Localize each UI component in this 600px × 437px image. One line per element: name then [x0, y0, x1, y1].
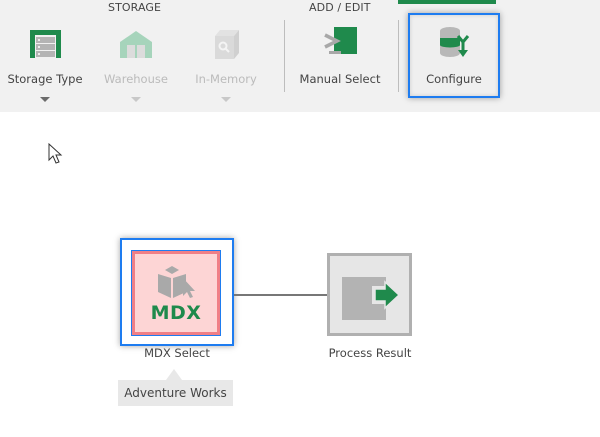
warehouse-icon	[120, 31, 152, 58]
workflow-canvas[interactable]	[0, 112, 600, 437]
mouse-cursor-icon	[48, 143, 63, 164]
node-tooltip: Adventure Works	[118, 369, 233, 406]
group-label-add-edit: ADD / EDIT	[309, 1, 371, 14]
ribbon-toolbar: STORAGE ADD / EDIT Storage Type Warehous…	[0, 0, 600, 112]
storage-type-icon	[30, 30, 61, 58]
mdx-select-node[interactable]: MDX	[131, 250, 221, 336]
warehouse-label: Warehouse	[104, 72, 168, 86]
ribbon-divider	[398, 20, 399, 92]
storage-type-button[interactable]: Storage Type	[2, 18, 88, 108]
mdx-icon-text: MDX	[150, 302, 202, 324]
storage-type-label: Storage Type	[7, 72, 83, 86]
active-tab-indicator	[398, 0, 496, 4]
node-connector-line	[234, 294, 328, 296]
mdx-select-label: MDX Select	[144, 346, 210, 360]
chevron-down-icon[interactable]	[221, 97, 231, 102]
process-result-label: Process Result	[328, 346, 412, 360]
chevron-down-icon[interactable]	[131, 97, 141, 102]
configure-icon	[440, 27, 470, 57]
process-result-node[interactable]	[327, 253, 412, 336]
in-memory-label: In-Memory	[195, 72, 257, 86]
manual-select-button[interactable]: Manual Select	[294, 18, 386, 108]
export-arrow-icon	[342, 277, 401, 320]
manual-select-label: Manual Select	[299, 72, 381, 86]
cube-cursor-icon	[158, 266, 195, 298]
ribbon-divider	[284, 20, 285, 92]
in-memory-button[interactable]: In-Memory	[186, 18, 266, 108]
warehouse-button[interactable]: Warehouse	[96, 18, 176, 108]
configure-button[interactable]: Configure	[410, 18, 498, 108]
manual-select-icon	[324, 27, 357, 54]
configure-label: Configure	[426, 72, 482, 86]
group-label-storage: STORAGE	[108, 1, 162, 14]
in-memory-icon	[215, 30, 239, 59]
chevron-down-icon[interactable]	[40, 97, 50, 102]
